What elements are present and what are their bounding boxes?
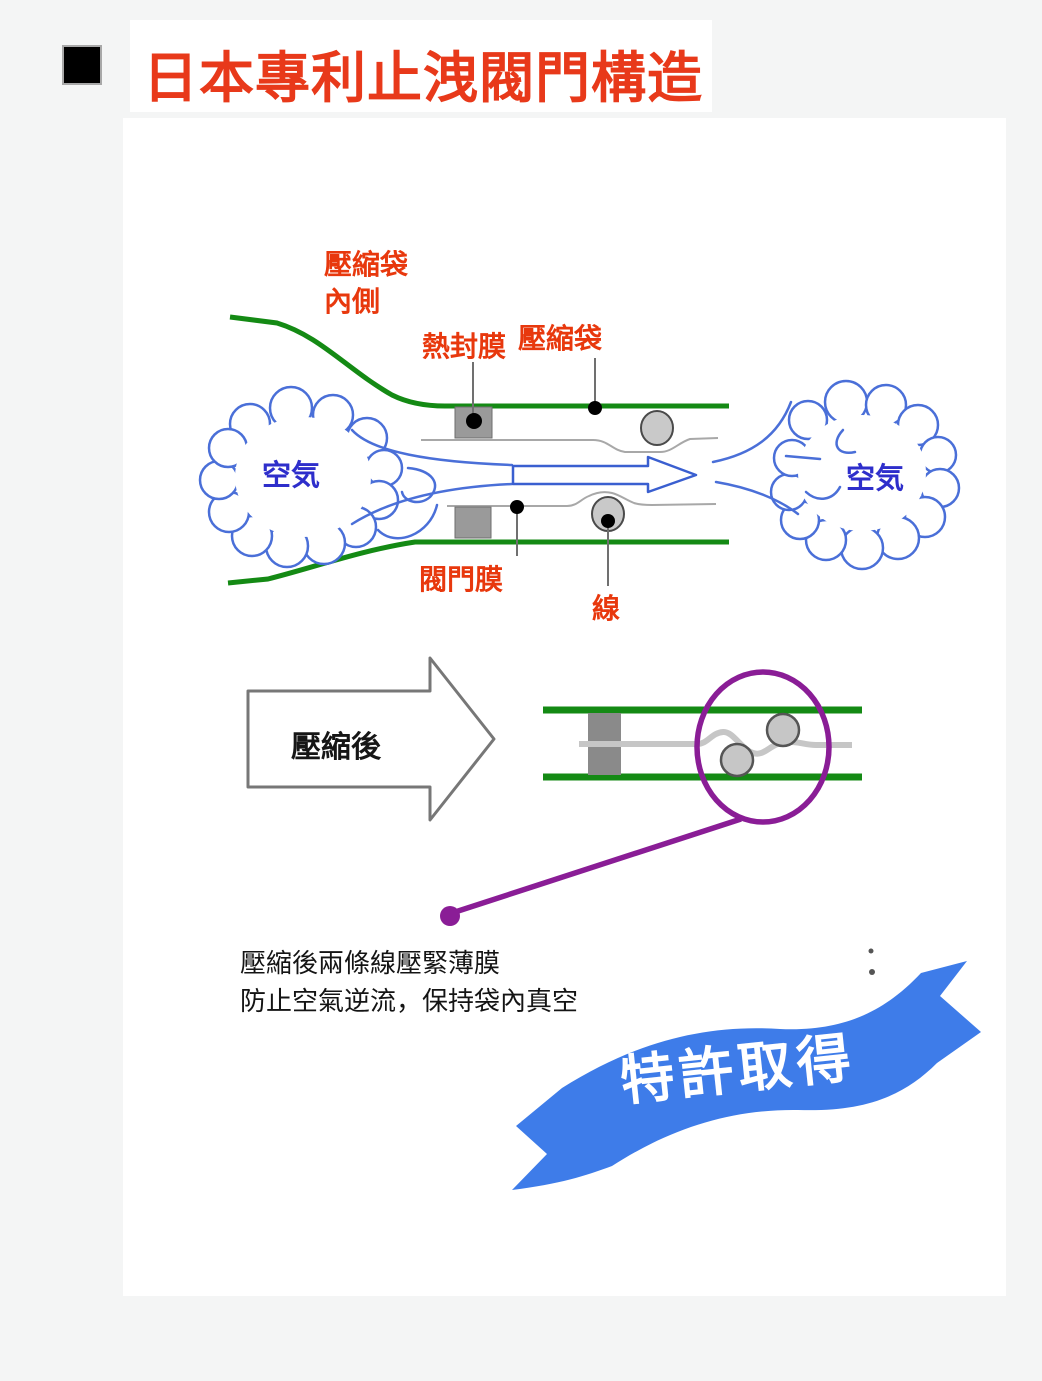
after-compression-arrow <box>246 656 496 822</box>
magnifier-circle <box>440 669 832 926</box>
heat-seal-films <box>454 406 493 539</box>
valve-membranes <box>421 437 719 507</box>
label-heat-seal-film: 熱封膜 <box>422 330 507 363</box>
page-title: 日本專利止洩閥門構造 <box>143 46 704 110</box>
heat-seal-film-bottom <box>454 506 492 539</box>
bullet-square-icon <box>62 45 102 85</box>
label-air-left: 空気 <box>262 458 321 492</box>
stray-marks <box>868 948 875 975</box>
title-bar <box>130 20 712 112</box>
caption-line2: 防止空氣逆流，保持袋內真空 <box>240 987 579 1017</box>
label-bag-inside-line1: 壓縮袋 <box>324 248 409 281</box>
compressed-membrane <box>579 729 852 757</box>
thread-bead-top <box>640 410 674 446</box>
air-cloud-left <box>198 385 514 569</box>
label-after-compression: 壓縮後 <box>291 730 381 765</box>
label-bag-inside-line2: 內側 <box>324 285 381 318</box>
label-compression-bag: 壓縮袋 <box>518 322 603 355</box>
label-valve-film: 閥門膜 <box>419 563 504 596</box>
flow-arrow <box>511 455 698 494</box>
leader-dots <box>466 401 615 528</box>
compressed-thread-upper <box>765 712 801 748</box>
valve-membrane-bottom <box>447 491 717 507</box>
caption-line1: 壓縮後兩條線壓緊薄膜 <box>240 949 501 979</box>
valve-membrane-top <box>421 437 719 453</box>
leader-lines <box>472 358 609 586</box>
compressed-thread-lower <box>719 742 755 778</box>
label-air-right: 空気 <box>846 461 905 495</box>
label-thread: 線 <box>592 592 621 625</box>
thread-beads <box>591 410 674 532</box>
patent-ribbon <box>512 961 981 1190</box>
bag-wall-top <box>229 314 729 409</box>
label-bag-inside: 壓縮袋 內側 <box>324 246 408 320</box>
air-cloud-right <box>711 379 961 571</box>
